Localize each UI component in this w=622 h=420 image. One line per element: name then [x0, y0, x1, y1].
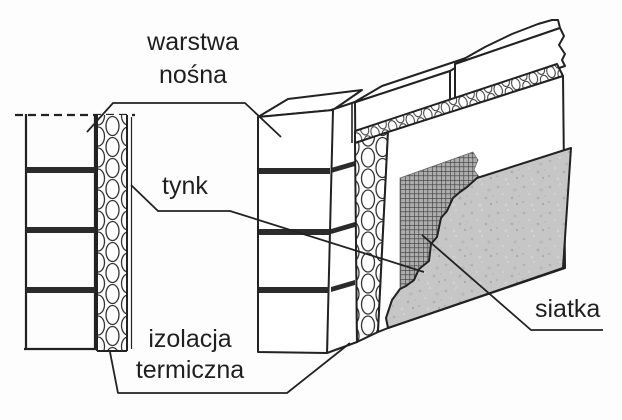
label-siatka: siatka [535, 295, 601, 323]
label-warstwa-nosna: warstwa nośna [118, 26, 268, 92]
masonry-top-face-right-torn [454, 19, 561, 65]
label-izolacja-termiczna: izolacja termiczna [113, 324, 267, 386]
leader-line-izolacja-termiczna [109, 342, 351, 394]
label-warstwa-nosna-line2: nośna [158, 61, 228, 89]
label-izolacja-line1: izolacja [148, 325, 232, 353]
wall-cross-section-2d [15, 113, 135, 352]
plaster-layer [385, 147, 572, 329]
mortar-joints-sliver [331, 161, 355, 292]
leader-lines [86, 102, 603, 394]
leader-line-warstwa-nosna [86, 102, 282, 138]
label-izolacja-line2: termiczna [135, 356, 245, 384]
wall-axonometric-3d [257, 19, 572, 354]
leader-line-siatka [421, 234, 603, 331]
label-warstwa-nosna-line1: warstwa [147, 28, 239, 56]
leader-line-tynk [130, 184, 425, 273]
mortar-joints-2d [26, 167, 95, 293]
insulation-layer-2d [97, 115, 127, 351]
label-tynk: tynk [162, 172, 208, 200]
